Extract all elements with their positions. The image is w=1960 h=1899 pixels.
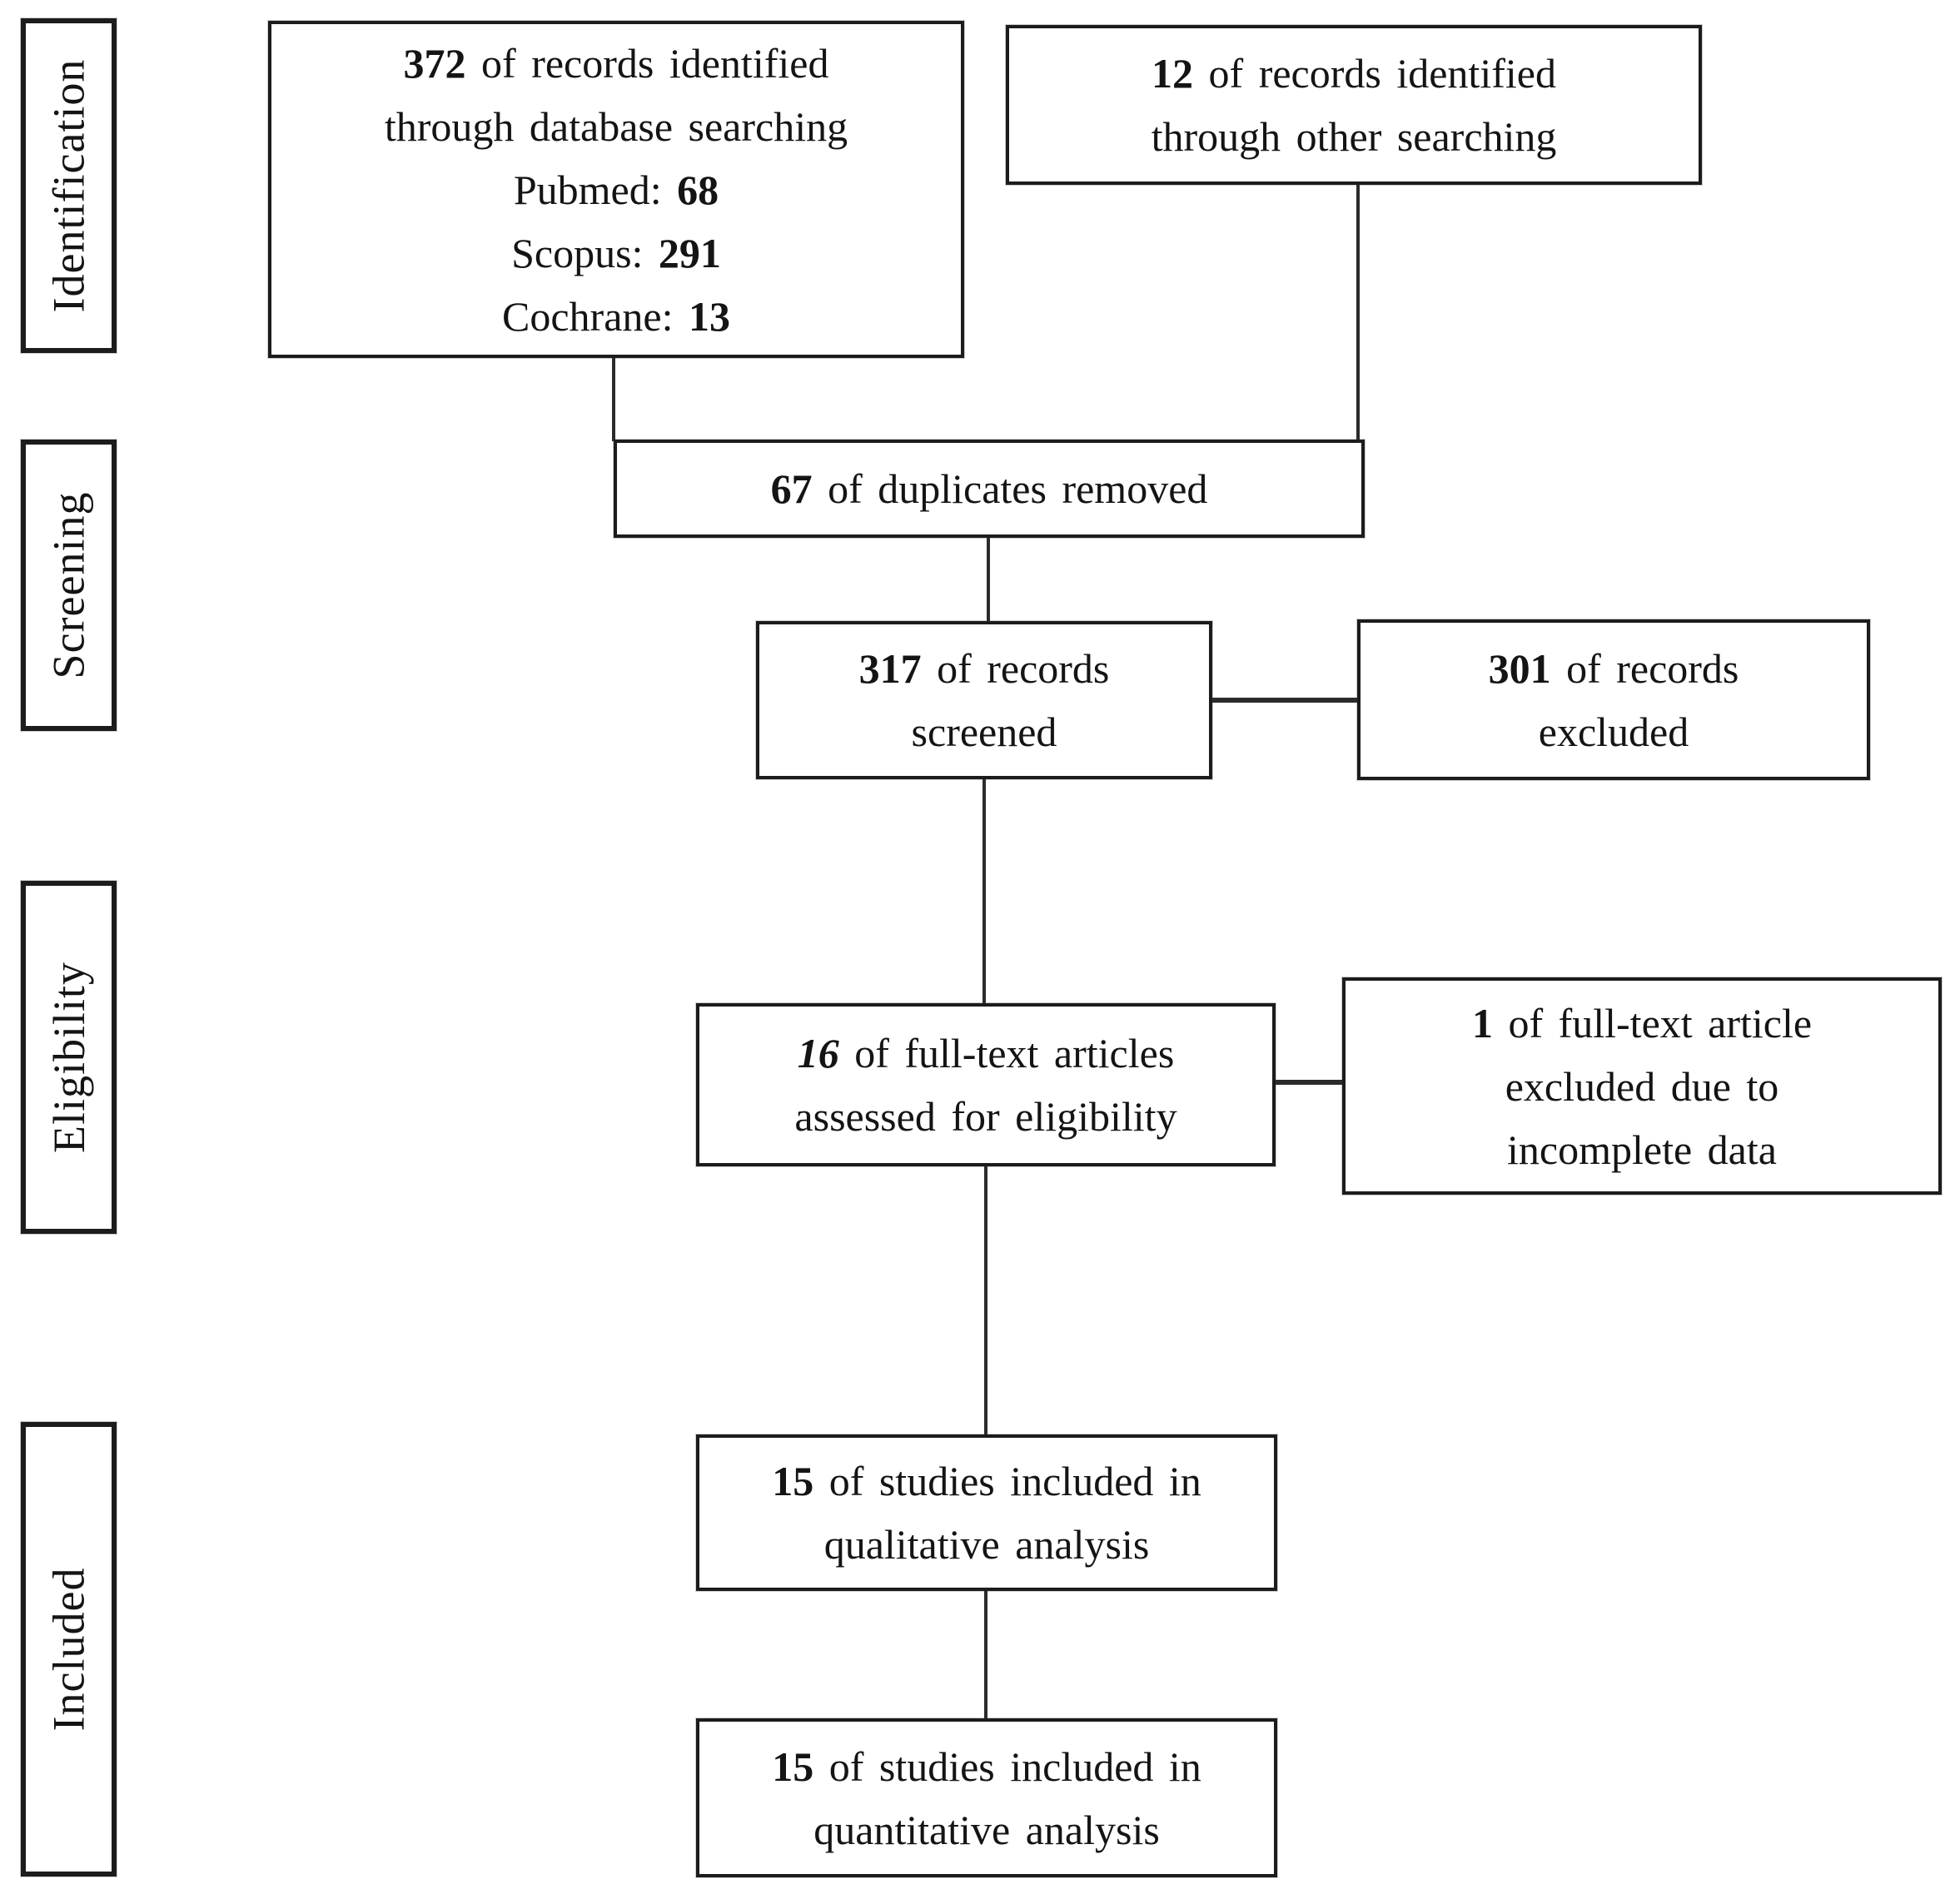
- box-records-other-search: 12 of records identified through other s…: [1006, 25, 1702, 185]
- source-item-cochrane: Cochrane: 13: [502, 285, 730, 348]
- box-text: of studies included in: [828, 1742, 1201, 1790]
- box-line: 16 of full-text articles: [798, 1022, 1175, 1085]
- box-text: qualitative analysis: [823, 1521, 1150, 1568]
- box-text: assessed for eligibility: [794, 1093, 1177, 1140]
- box-line: 301 of records: [1489, 637, 1739, 700]
- box-line: 15 of studies included in: [772, 1735, 1201, 1798]
- source-name: Pubmed:: [513, 166, 662, 213]
- box-records-screened: 317 of records screened: [756, 621, 1212, 779]
- box-text: of records identified: [481, 39, 829, 87]
- connector-database-to-duplicates: [612, 357, 615, 441]
- box-line: 317 of records: [859, 637, 1110, 700]
- box-text: through other searching: [1151, 113, 1557, 160]
- source-name: Cochrane:: [502, 292, 674, 340]
- box-line: 372 of records identified: [404, 32, 829, 95]
- box-text: of full-text article: [1508, 999, 1813, 1046]
- box-text: incomplete data: [1507, 1126, 1777, 1173]
- connector-fulltext-to-qualitative: [984, 1165, 987, 1436]
- box-line: assessed for eligibility: [794, 1085, 1176, 1148]
- count-screened: 317: [858, 645, 922, 692]
- connector-screened-to-excluded: [1211, 698, 1359, 703]
- count-fulltext-assessed: 16: [797, 1030, 839, 1076]
- box-records-database-search: 372 of records identified through databa…: [268, 21, 964, 358]
- box-line: incomplete data: [1507, 1118, 1777, 1181]
- box-line: excluded: [1539, 700, 1689, 763]
- box-text: of records: [1566, 644, 1739, 692]
- stage-label-identification: Identification: [21, 18, 117, 353]
- box-line: 67 of duplicates removed: [771, 457, 1208, 520]
- count-duplicates: 67: [770, 465, 813, 512]
- box-duplicates-removed: 67 of duplicates removed: [614, 440, 1365, 538]
- connector-screened-to-fulltext: [982, 778, 986, 1005]
- source-item-pubmed: Pubmed: 68: [514, 158, 719, 221]
- box-text: quantitative analysis: [813, 1806, 1160, 1853]
- source-count: 68: [677, 166, 719, 213]
- box-line: through other searching: [1152, 105, 1557, 168]
- box-text: through database searching: [384, 102, 848, 150]
- box-text: screened: [911, 708, 1057, 755]
- count-excluded: 301: [1488, 644, 1551, 692]
- stage-label-included-text: Included: [43, 1567, 94, 1732]
- count-fulltext-excluded: 1: [1471, 999, 1493, 1046]
- box-line: excluded due to: [1505, 1055, 1779, 1118]
- source-count: 291: [658, 229, 721, 276]
- count-qualitative: 15: [772, 1458, 814, 1504]
- box-text: of studies included in: [828, 1458, 1201, 1504]
- box-text: of full-text articles: [854, 1030, 1175, 1076]
- box-line: qualitative analysis: [824, 1513, 1150, 1576]
- stage-label-identification-text: Identification: [43, 58, 94, 313]
- source-count: 13: [688, 292, 730, 340]
- connector-duplicates-to-screened: [987, 536, 990, 623]
- box-text: excluded: [1538, 708, 1689, 755]
- stage-label-eligibility: Eligibility: [21, 881, 117, 1234]
- box-quantitative-included: 15 of studies included in quantitative a…: [696, 1718, 1277, 1877]
- stage-label-eligibility-text: Eligibility: [43, 961, 94, 1154]
- box-fulltext-assessed: 16 of full-text articles assessed for el…: [696, 1003, 1276, 1166]
- box-text: of duplicates removed: [828, 465, 1208, 512]
- connector-fulltext-to-excluded: [1274, 1080, 1344, 1085]
- box-line: 15 of studies included in: [772, 1449, 1201, 1513]
- stage-label-screening: Screening: [21, 440, 117, 731]
- box-line: 12 of records identified: [1152, 42, 1556, 105]
- count-quantitative: 15: [772, 1742, 814, 1790]
- box-line: quantitative analysis: [813, 1798, 1160, 1862]
- source-item-scopus: Scopus: 291: [511, 221, 721, 285]
- box-records-excluded: 301 of records excluded: [1357, 619, 1870, 780]
- count-database-records: 372: [403, 39, 466, 87]
- count-other-records: 12: [1152, 50, 1194, 97]
- box-fulltext-excluded: 1 of full-text article excluded due to i…: [1342, 977, 1942, 1195]
- connector-qualitative-to-quantitative: [984, 1589, 987, 1720]
- box-text: of records: [937, 645, 1110, 692]
- connector-other-to-duplicates: [1356, 183, 1360, 441]
- source-name: Scopus:: [511, 229, 644, 276]
- box-text: excluded due to: [1505, 1062, 1779, 1110]
- box-qualitative-included: 15 of studies included in qualitative an…: [696, 1434, 1277, 1591]
- box-line: screened: [912, 700, 1057, 763]
- stage-label-included: Included: [21, 1422, 117, 1877]
- stage-label-screening-text: Screening: [43, 491, 94, 679]
- box-text: of records identified: [1208, 50, 1556, 97]
- box-line: 1 of full-text article: [1472, 992, 1812, 1055]
- box-line: through database searching: [385, 95, 848, 158]
